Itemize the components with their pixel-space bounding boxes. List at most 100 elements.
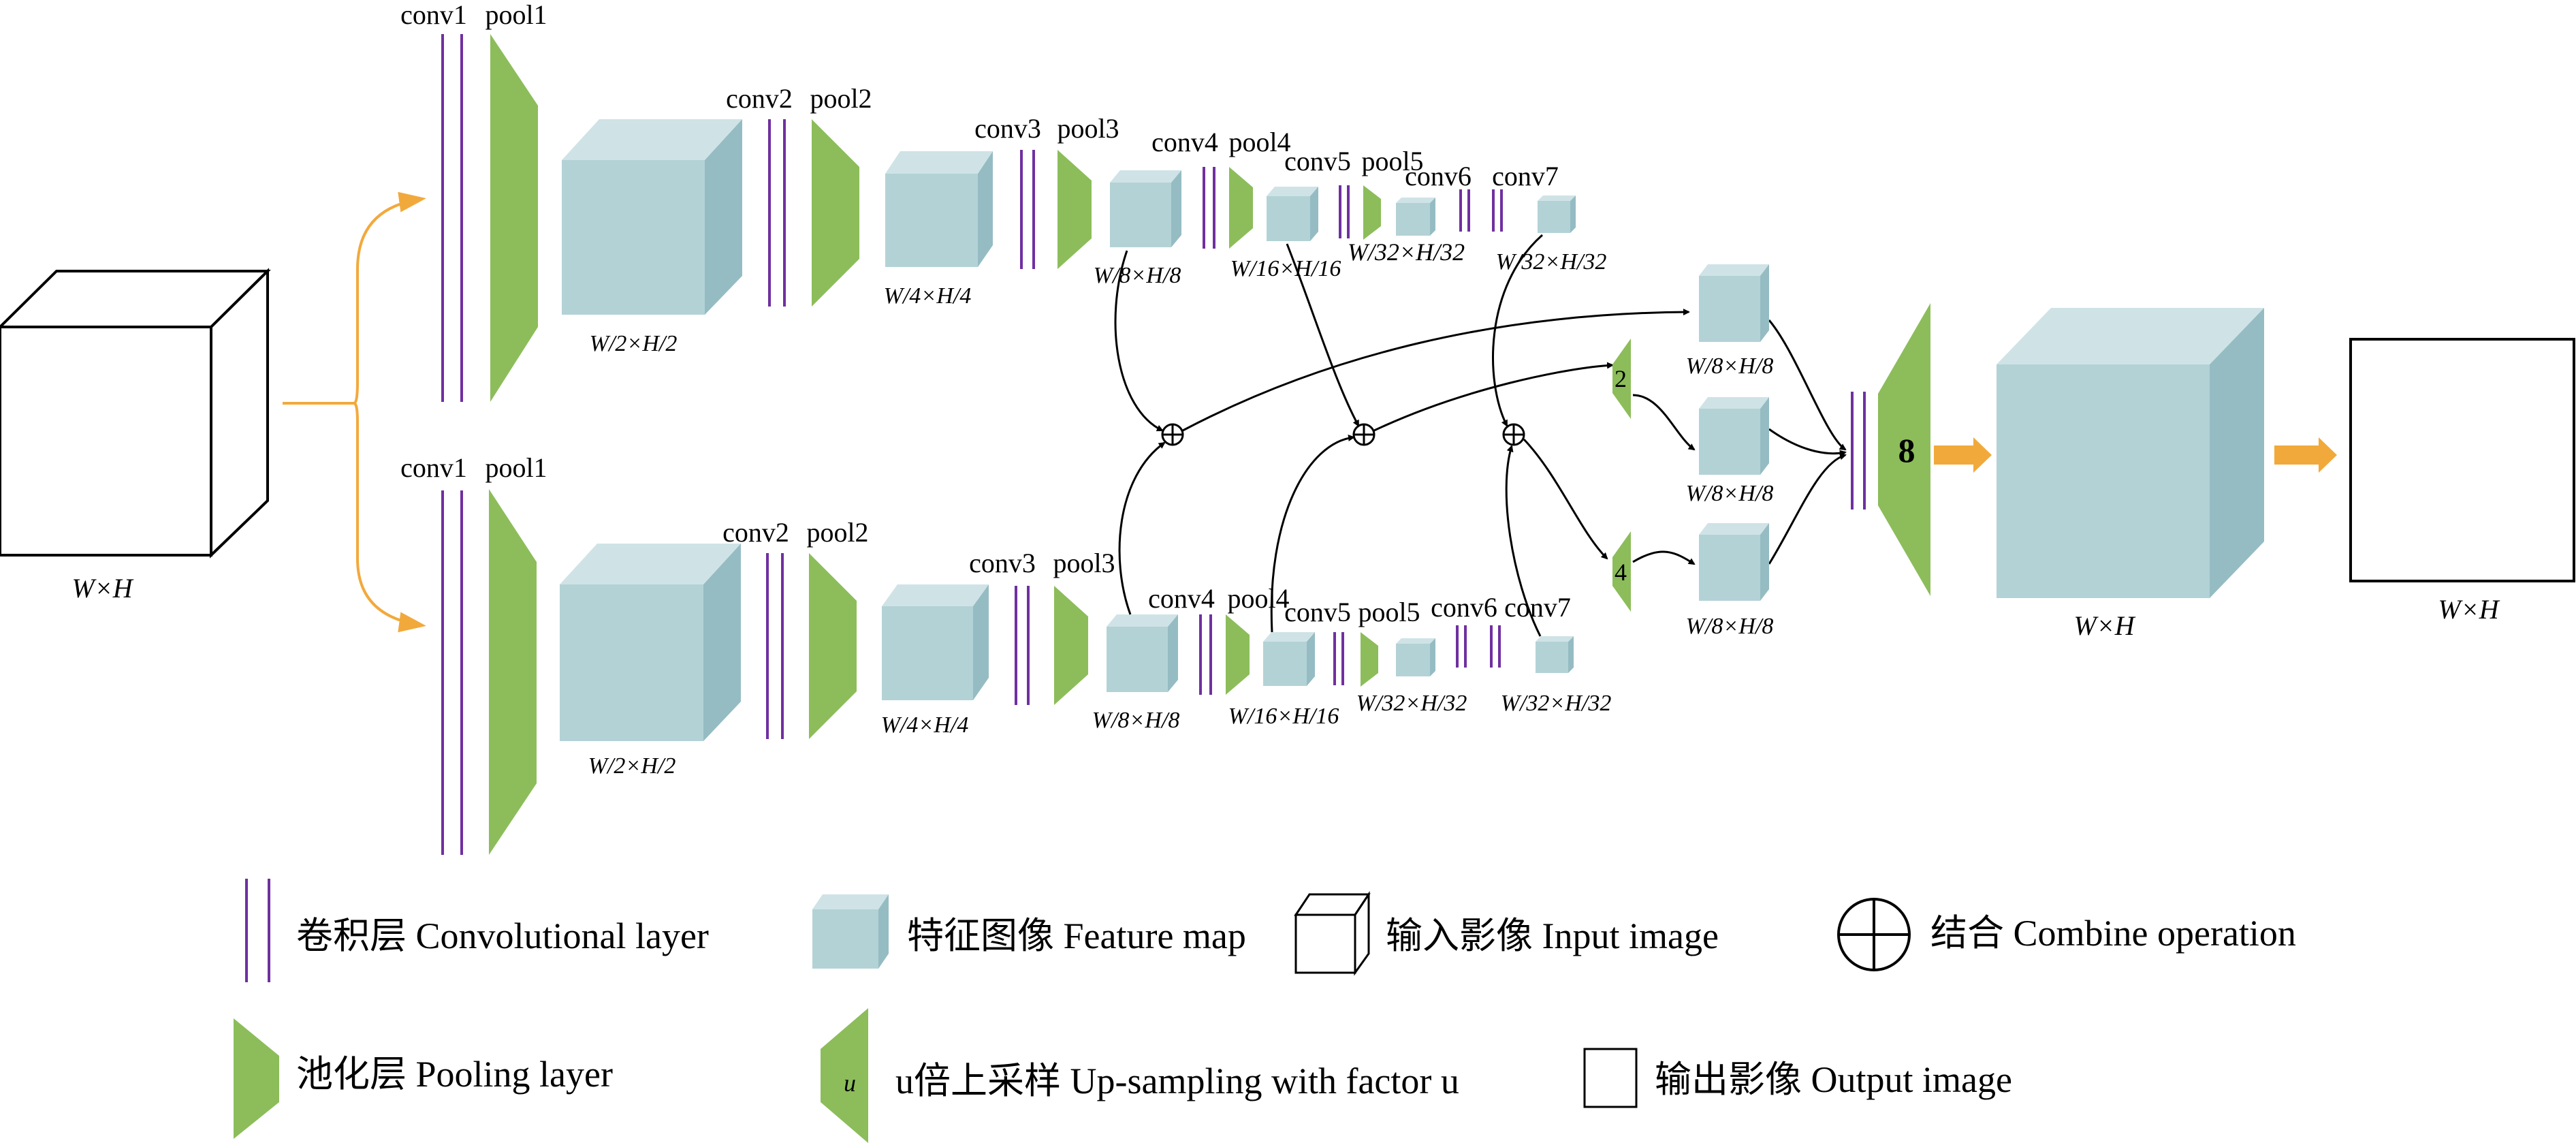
top-fm5-dim: W/32×H/32 [1348, 238, 1465, 266]
bottom-fm2-dim: W/4×H/4 [881, 713, 969, 738]
bottom-pool3-label: pool3 [1053, 548, 1115, 578]
bottom-pool2 [809, 553, 857, 739]
bottom-pool5-label: pool5 [1358, 597, 1420, 627]
bottom-conv1-label: conv1 [400, 452, 467, 483]
svg-text:结合 Combine operation: 结合 Combine operation [1930, 913, 2296, 954]
svg-text:池化层 Pooling layer: 池化层 Pooling layer [296, 1054, 613, 1095]
arrow-to-output-image [2274, 437, 2337, 473]
svg-text:u: u [844, 1069, 856, 1097]
legend-combine: 结合 Combine operation [1837, 898, 2296, 971]
arrow-to-output-map [1934, 437, 1992, 473]
svg-text:u倍上采样 Up-sampling with factor: u倍上采样 Up-sampling with factor u [895, 1061, 1459, 1101]
top-feature-map-1 [562, 119, 742, 315]
bottom-feature-map-5 [1396, 638, 1435, 676]
top-pool5 [1363, 185, 1381, 240]
upsample-8: 8 [1878, 303, 1930, 596]
top-fm3-dim: W/8×H/8 [1094, 263, 1181, 288]
legend-pooling: 池化层 Pooling layer [234, 1018, 613, 1139]
upsample-4: 4 [1612, 531, 1631, 612]
top-pool2-label: pool2 [810, 83, 872, 114]
legend-upsampling: u u倍上采样 Up-sampling with factor u [821, 1008, 1459, 1143]
top-fm2-dim: W/4×H/4 [884, 283, 972, 309]
legend: 卷积层 Convolutional layer 特征图像 Feature map… [234, 879, 2296, 1143]
bottom-branch: conv1 pool1 W/2×H/2 conv2 pool2 W/4×H/4 … [400, 452, 1611, 855]
svg-text:输入影像 Input image: 输入影像 Input image [1386, 915, 1719, 956]
top-conv5-label: conv5 [1284, 146, 1351, 176]
bottom-pool1 [489, 489, 537, 855]
bottom-pool2-label: pool2 [806, 517, 868, 548]
top-conv6-label: conv6 [1405, 161, 1472, 191]
bottom-fm4-dim: W/16×H/16 [1228, 704, 1339, 729]
top-fm1-dim: W/2×H/2 [590, 331, 678, 356]
top-feature-map-3 [1110, 170, 1181, 247]
fused-fm-bottom-dim: W/8×H/8 [1686, 614, 1774, 639]
top-conv1-label: conv1 [400, 0, 467, 30]
output-feature-map [1997, 308, 2264, 598]
top-pool4 [1229, 167, 1253, 249]
top-feature-map-6 [1538, 195, 1576, 233]
bottom-pool1-label: pool1 [485, 452, 547, 483]
legend-output-image: 输出影像 Output image [1583, 1048, 2012, 1108]
top-pool3 [1058, 150, 1092, 269]
svg-text:2: 2 [1615, 365, 1627, 392]
legend-conv: 卷积层 Convolutional layer [245, 879, 709, 982]
bottom-fm5-dim: W/32×H/32 [1356, 691, 1467, 716]
output-image-dim: W×H [2438, 594, 2500, 625]
top-conv2-label: conv2 [726, 83, 793, 114]
bottom-feature-map-6 [1536, 636, 1574, 673]
top-pool1 [490, 34, 538, 402]
bottom-conv3-label: conv3 [969, 548, 1036, 578]
bottom-pool4-label: pool4 [1227, 583, 1289, 614]
input-dim-label: W×H [71, 573, 133, 604]
svg-text:8: 8 [1898, 431, 1915, 469]
top-conv3-label: conv3 [974, 113, 1041, 144]
bottom-fm1-dim: W/2×H/2 [588, 753, 676, 779]
top-pool3-label: pool3 [1057, 113, 1119, 144]
branch-arrow-bottom [283, 402, 426, 633]
bottom-pool4 [1226, 614, 1250, 695]
svg-text:输出影像 Output image: 输出影像 Output image [1655, 1059, 2012, 1100]
bottom-feature-map-1 [560, 544, 741, 741]
bottom-conv5-label: conv5 [1284, 597, 1351, 627]
branch-arrow-top [283, 191, 426, 405]
bottom-conv7-label: conv7 [1504, 592, 1571, 623]
top-feature-map-5 [1396, 198, 1435, 236]
bottom-feature-map-4 [1263, 632, 1315, 686]
top-feature-map-4 [1267, 187, 1318, 241]
top-feature-map-2 [885, 151, 993, 267]
top-pool1-label: pool1 [485, 0, 547, 30]
top-pool5-label: pool5 [1361, 146, 1423, 176]
bottom-feature-map-3 [1107, 614, 1178, 692]
bottom-pool3 [1054, 586, 1088, 705]
bottom-fm3-dim: W/8×H/8 [1092, 708, 1180, 733]
bottom-feature-map-2 [882, 584, 989, 700]
top-pool2 [812, 119, 859, 307]
legend-feature-map: 特征图像 Feature map [812, 894, 1246, 969]
bottom-conv6-label: conv6 [1431, 592, 1497, 623]
top-branch: conv1 pool1 W/2×H/2 conv2 pool2 W/4×H/4 … [400, 0, 1606, 402]
output-image-square [2349, 338, 2575, 582]
top-pool4-label: pool4 [1228, 127, 1290, 157]
input-image-cube [0, 268, 271, 559]
bottom-pool5 [1361, 632, 1378, 687]
fused-feature-map-top [1699, 264, 1769, 342]
fused-fm-top-dim: W/8×H/8 [1686, 354, 1774, 379]
top-conv7-label: conv7 [1492, 161, 1559, 191]
upsample-2: 2 [1612, 339, 1631, 419]
bottom-fm6-dim: W/32×H/32 [1501, 691, 1612, 716]
bottom-conv2-label: conv2 [722, 517, 789, 548]
fusion-connections [1114, 234, 1847, 637]
svg-text:特征图像 Feature map: 特征图像 Feature map [907, 915, 1246, 956]
fused-feature-map-bottom [1699, 523, 1769, 601]
top-fm4-dim: W/16×H/16 [1230, 256, 1341, 281]
svg-text:卷积层 Convolutional layer: 卷积层 Convolutional layer [296, 915, 709, 956]
top-conv4-label: conv4 [1151, 127, 1218, 157]
output-map-dim: W×H [2073, 610, 2135, 641]
svg-text:4: 4 [1615, 559, 1627, 586]
bottom-conv4-label: conv4 [1148, 583, 1215, 614]
legend-input-image: 输入影像 Input image [1294, 891, 1719, 976]
fused-feature-map-mid [1699, 397, 1769, 475]
top-fm6-dim: W/32×H/32 [1496, 249, 1607, 275]
fused-fm-mid-dim: W/8×H/8 [1686, 481, 1774, 506]
